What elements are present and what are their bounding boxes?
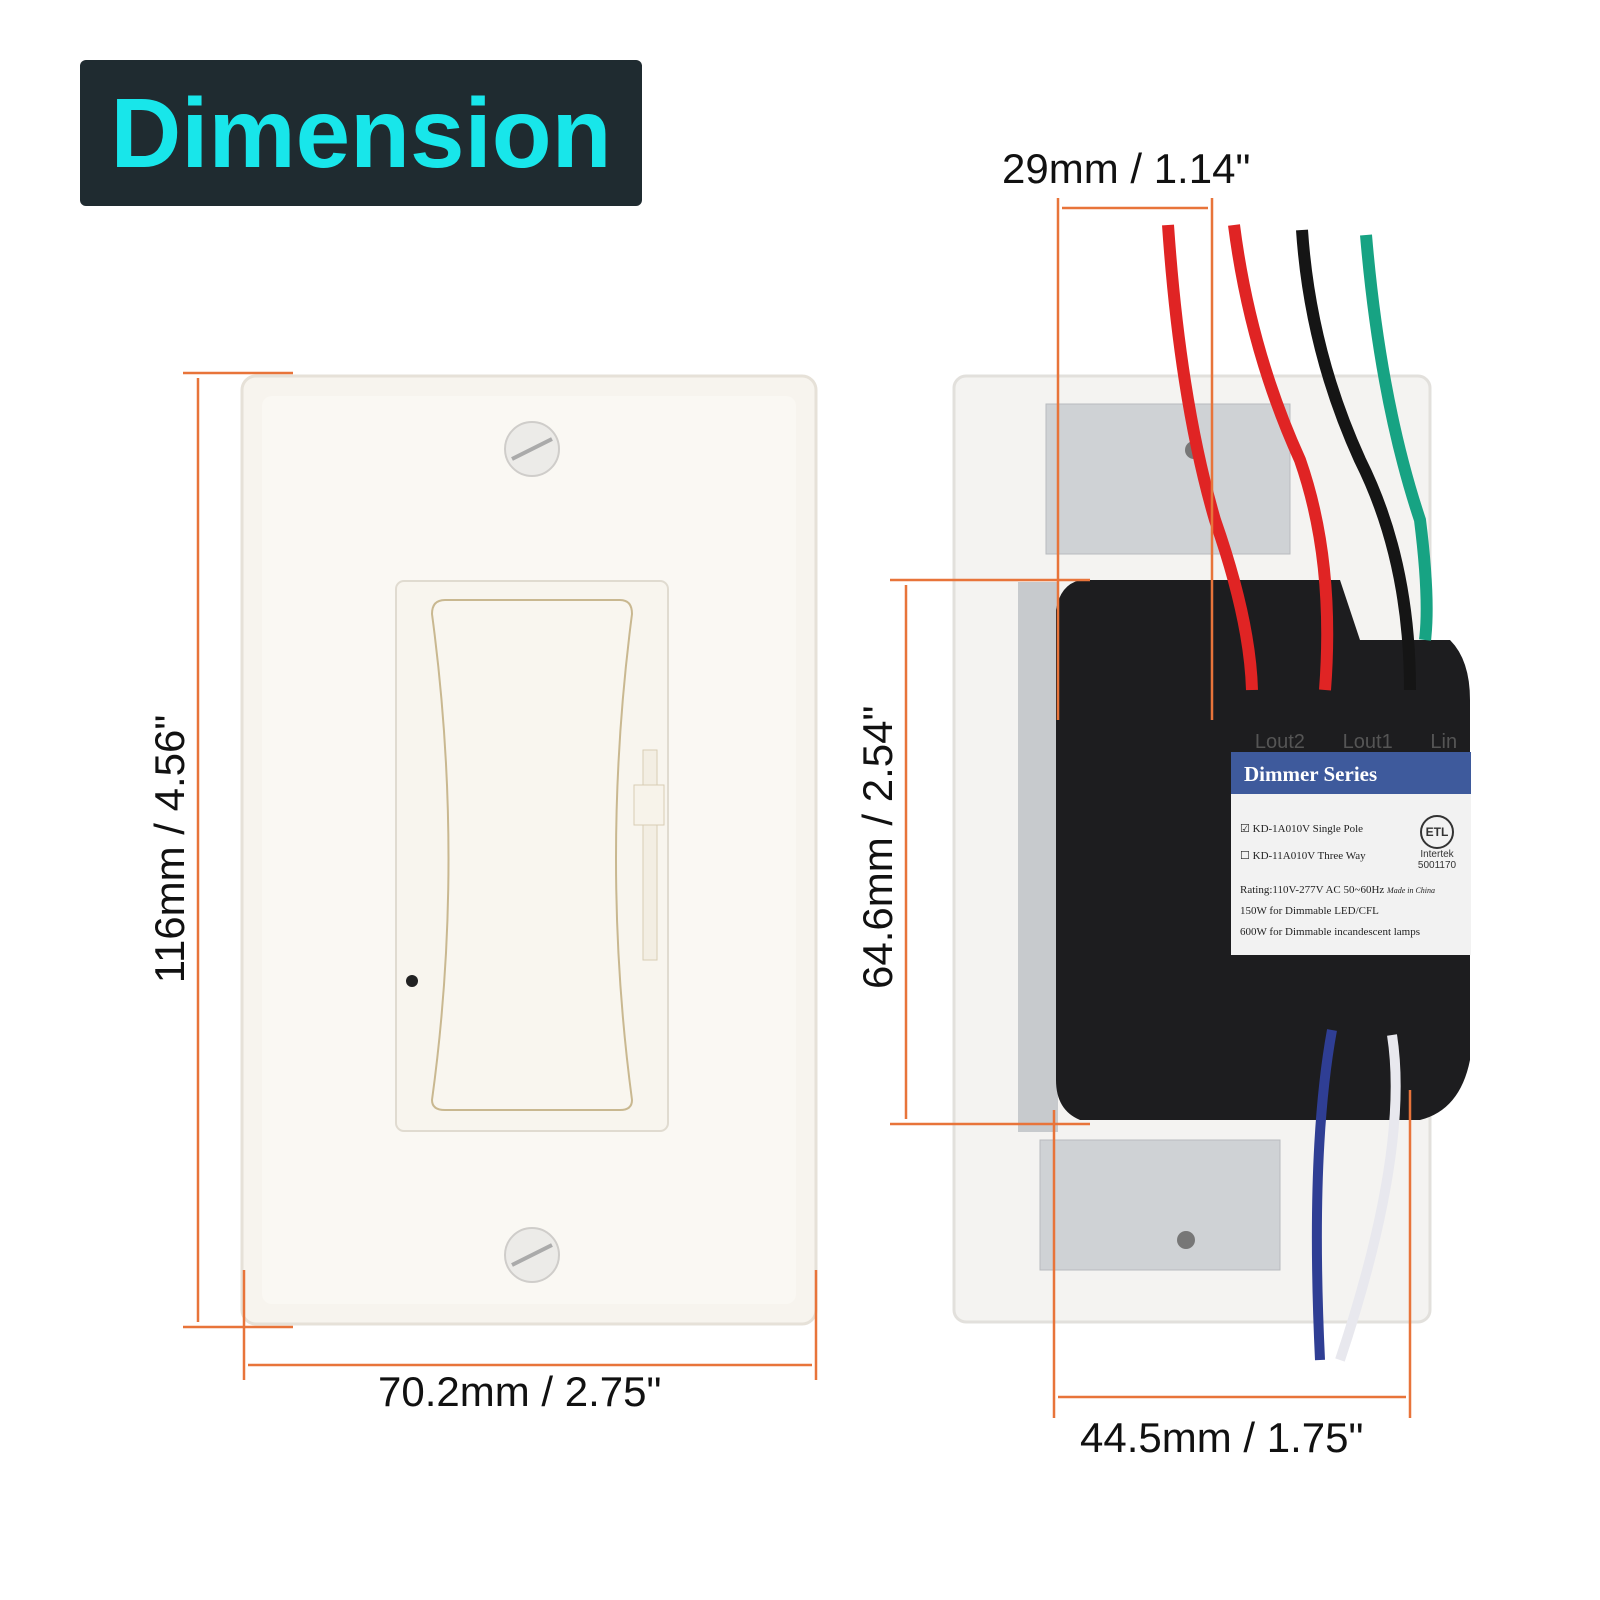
terminal-lout2: Lout2 (1254, 731, 1305, 753)
red-wire-2 (1228, 224, 1334, 691)
green-wire (1360, 234, 1433, 641)
made-in: Made in China (1387, 886, 1436, 895)
ratings: Rating:110V-277V AC 50~60Hz Made in Chin… (1240, 880, 1435, 943)
certification: ETL Intertek 5001170 (1412, 815, 1462, 871)
load-led: 150W for Dimmable LED/CFL (1240, 905, 1379, 917)
dimension-module-width: 44.5mm / 1.75" (1080, 1414, 1364, 1461)
title-banner: Dimension (80, 60, 642, 206)
led-indicator (406, 975, 418, 987)
dimension-plate-height: 116mm / 4.56" (146, 714, 193, 984)
model-list: ☑ KD-1A010V Single Pole ☐ KD-11A010V Thr… (1240, 823, 1366, 862)
model-single-pole: KD-1A010V Single Pole (1252, 823, 1364, 835)
terminal-labels: Lout2 Lout1 Lin (1236, 731, 1476, 754)
mounting-strap-top (1045, 403, 1291, 555)
dimension-lines (183, 198, 1412, 1418)
rating: Rating:110V-277V AC 50~60Hz (1240, 884, 1385, 896)
rocker-paddle (430, 599, 634, 1111)
dimension-plate-width: 70.2mm / 2.75" (378, 1368, 662, 1415)
dimmer-slider (642, 749, 658, 961)
terminal-lout1: Lout1 (1342, 731, 1393, 753)
blue-wire (1311, 1029, 1337, 1361)
mounting-strap-bottom (1039, 1139, 1281, 1271)
black-wire (1296, 229, 1416, 691)
white-wire (1335, 1034, 1401, 1362)
series-name: Dimmer Series (1244, 762, 1378, 786)
terminal-lin: Lin (1430, 731, 1458, 753)
etl-logo: ETL (1420, 815, 1454, 849)
model-three-way: KD-11A010V Three Way (1252, 850, 1366, 862)
dimension-module-height: 64.6mm / 2.54" (854, 705, 901, 989)
load-incandescent: 600W for Dimmable incandescent lamps (1240, 926, 1421, 938)
dimension-module-top-width: 29mm / 1.14" (1002, 145, 1251, 192)
title: Dimension (110, 77, 612, 188)
